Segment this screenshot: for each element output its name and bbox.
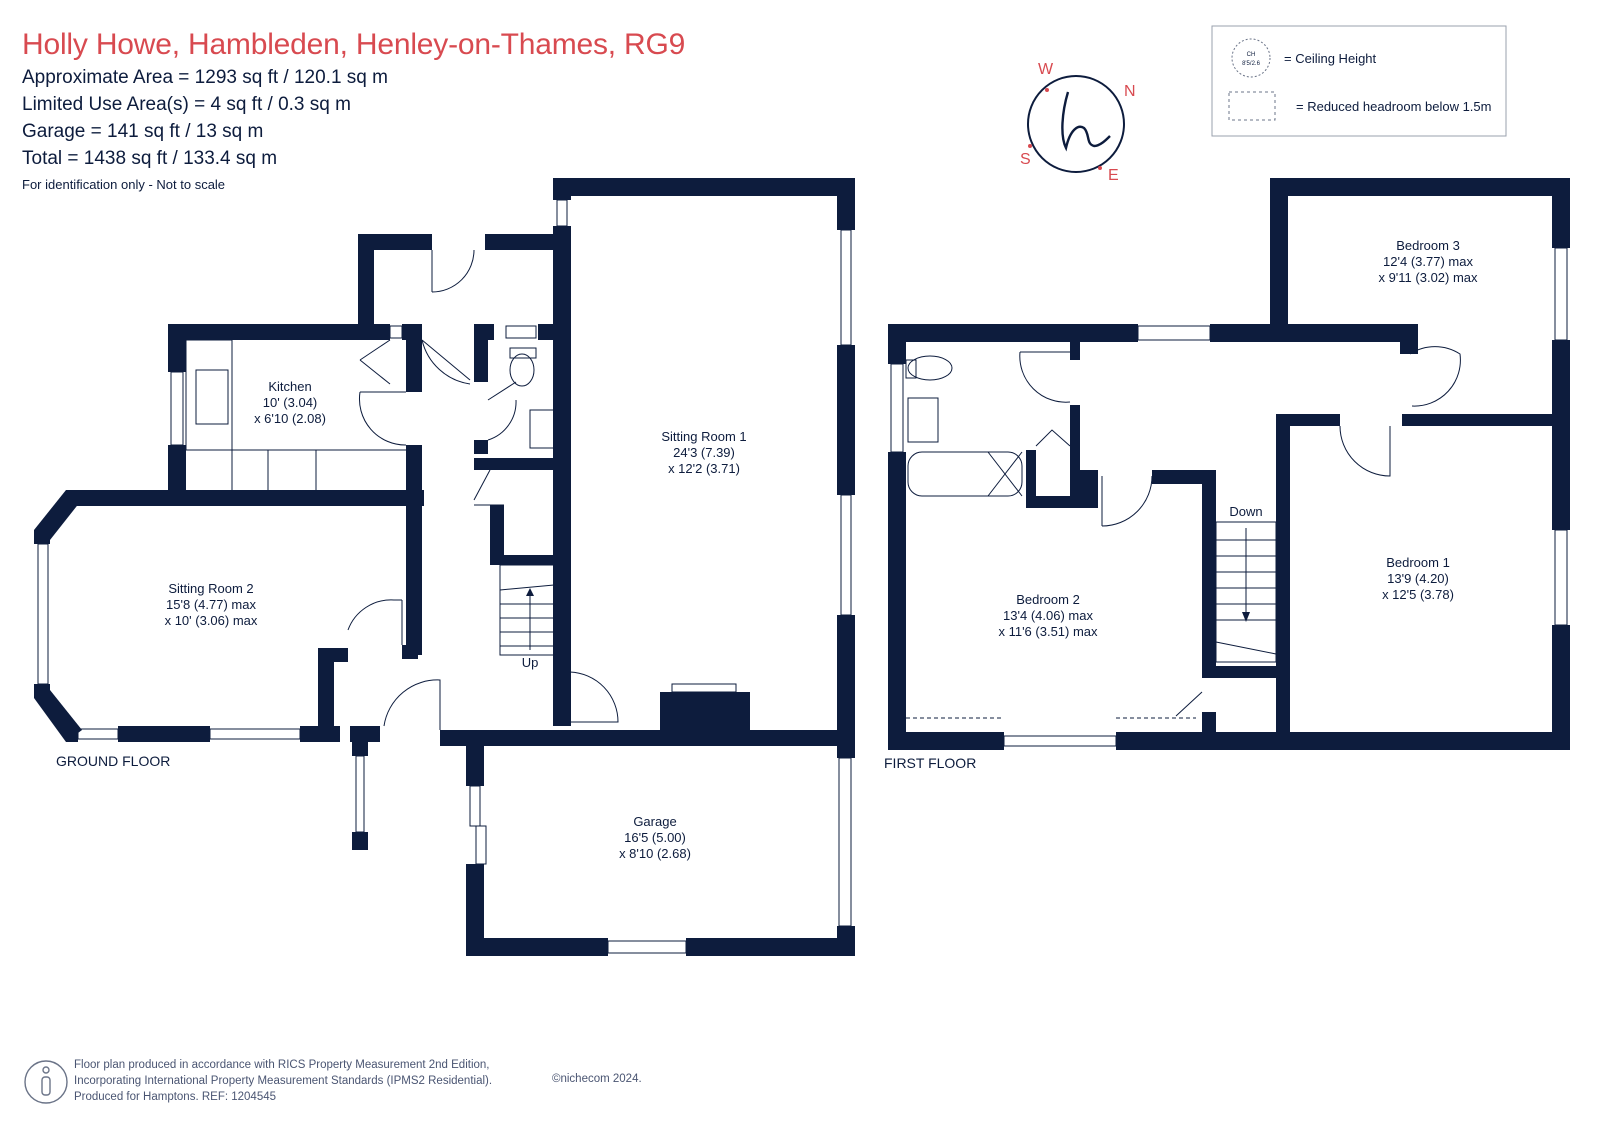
footer-notes: Floor plan produced in accordance with R… <box>74 1057 492 1105</box>
ground-floor-plan <box>34 178 855 956</box>
first-floor-plan <box>888 178 1570 750</box>
first-floor-details <box>890 247 1568 747</box>
svg-text:Garage: Garage <box>633 814 676 829</box>
stairs-down-label: Down <box>1229 504 1262 519</box>
footer-line-3: Produced for Hamptons. REF: 1204545 <box>74 1091 277 1103</box>
bedroom-2-label: Bedroom 2 13'4 (4.06) max x 11'6 (3.51) … <box>998 592 1098 639</box>
fireplace <box>660 692 750 732</box>
ceiling-height-label: = Ceiling Height <box>1284 51 1377 66</box>
svg-text:13'4 (4.06) max: 13'4 (4.06) max <box>1003 608 1093 623</box>
ground-floor-details <box>37 199 852 954</box>
reduced-headroom-symbol <box>1228 91 1276 121</box>
garage-label: Garage 16'5 (5.00) x 8'10 (2.68) <box>619 814 691 861</box>
stairs-up-label: Up <box>522 655 539 670</box>
ceiling-symbol-bottom: 8'5/2.6 <box>1242 61 1260 67</box>
svg-text:Kitchen: Kitchen <box>268 379 311 394</box>
limited-use-area: Limited Use Area(s) = 4 sq ft / 0.3 sq m <box>22 94 351 115</box>
info-icon <box>24 1060 68 1104</box>
ceiling-symbol-top: CH <box>1247 52 1256 58</box>
sitting-room-2-label: Sitting Room 2 15'8 (4.77) max x 10' (3.… <box>165 581 258 628</box>
legend: CH 8'5/2.6 = Ceiling Height = Reduced he… <box>1211 25 1507 137</box>
room-labels: Kitchen 10' (3.04) x 6'10 (2.08) Sitting… <box>56 238 1478 861</box>
svg-text:Bedroom 3: Bedroom 3 <box>1396 238 1460 253</box>
svg-text:10' (3.04): 10' (3.04) <box>263 395 318 410</box>
svg-text:24'3 (7.39): 24'3 (7.39) <box>673 445 735 460</box>
footer-line-1: Floor plan produced in accordance with R… <box>74 1059 490 1071</box>
property-title: Holly Howe, Hambleden, Henley-on-Thames,… <box>22 28 686 61</box>
total-area: Total = 1438 sq ft / 133.4 sq m <box>22 148 278 169</box>
svg-text:Sitting Room 1: Sitting Room 1 <box>661 429 746 444</box>
reduced-headroom-label: = Reduced headroom below 1.5m <box>1296 99 1491 114</box>
svg-text:x 10' (3.06) max: x 10' (3.06) max <box>165 613 258 628</box>
identification-note: For identification only - Not to scale <box>22 177 226 192</box>
compass-w: W <box>1038 61 1054 78</box>
footer-line-2: Incorporating International Property Mea… <box>74 1075 493 1087</box>
svg-text:x 12'2 (3.71): x 12'2 (3.71) <box>668 461 740 476</box>
copyright: ©nichecom 2024. <box>552 1073 642 1085</box>
compass-n: N <box>1124 83 1136 100</box>
bedroom-1-label: Bedroom 1 13'9 (4.20) x 12'5 (3.78) <box>1382 555 1454 602</box>
ceiling-height-symbol <box>1231 38 1271 78</box>
svg-text:12'4 (3.77) max: 12'4 (3.77) max <box>1383 254 1473 269</box>
sitting-room-1-label: Sitting Room 1 24'3 (7.39) x 12'2 (3.71) <box>661 429 746 476</box>
header: Holly Howe, Hambleden, Henley-on-Thames,… <box>22 26 685 194</box>
garage-area: Garage = 141 sq ft / 13 sq m <box>22 121 264 142</box>
first-floor-label: FIRST FLOOR <box>884 755 976 771</box>
svg-text:Bedroom 2: Bedroom 2 <box>1016 592 1080 607</box>
compass-e: E <box>1108 167 1119 184</box>
bedroom-3-label: Bedroom 3 12'4 (3.77) max x 9'11 (3.02) … <box>1378 238 1478 285</box>
svg-text:15'8 (4.77) max: 15'8 (4.77) max <box>166 597 256 612</box>
approximate-area: Approximate Area = 1293 sq ft / 120.1 sq… <box>22 67 388 88</box>
logo-monogram <box>1061 91 1111 152</box>
svg-text:16'5 (5.00): 16'5 (5.00) <box>624 830 686 845</box>
ground-floor-label: GROUND FLOOR <box>56 753 170 769</box>
kitchen-label: Kitchen 10' (3.04) x 6'10 (2.08) <box>254 379 326 426</box>
svg-text:13'9 (4.20): 13'9 (4.20) <box>1387 571 1449 586</box>
svg-text:x 6'10 (2.08): x 6'10 (2.08) <box>254 411 326 426</box>
svg-text:Bedroom 1: Bedroom 1 <box>1386 555 1450 570</box>
compass-s: S <box>1020 151 1031 168</box>
svg-text:x 12'5 (3.78): x 12'5 (3.78) <box>1382 587 1454 602</box>
compass-logo: W N S E <box>1020 61 1136 184</box>
svg-text:x 8'10 (2.68): x 8'10 (2.68) <box>619 846 691 861</box>
svg-text:x 11'6 (3.51) max: x 11'6 (3.51) max <box>998 624 1098 639</box>
svg-text:Sitting Room 2: Sitting Room 2 <box>168 581 253 596</box>
svg-text:x 9'11 (3.02) max: x 9'11 (3.02) max <box>1378 270 1478 285</box>
